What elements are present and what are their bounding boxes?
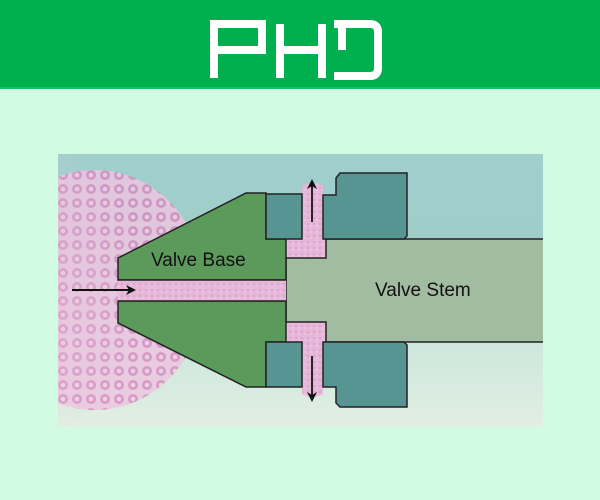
valve-stem [285,238,543,343]
lower-seal-right [322,341,408,408]
inflow-channel [118,280,286,301]
valve-diagram: Valve Base Valve Stem [58,154,543,427]
lower-seal-left [265,341,303,388]
valve-base-label: Valve Base [151,250,246,271]
lower-fluid-gap [286,322,326,397]
upper-seal-left [265,193,303,240]
phd-logo: PHD [210,20,382,80]
header-bar: PHD [0,0,600,89]
valve-stem-label: Valve Stem [375,280,471,301]
upper-seal-right [322,172,408,240]
